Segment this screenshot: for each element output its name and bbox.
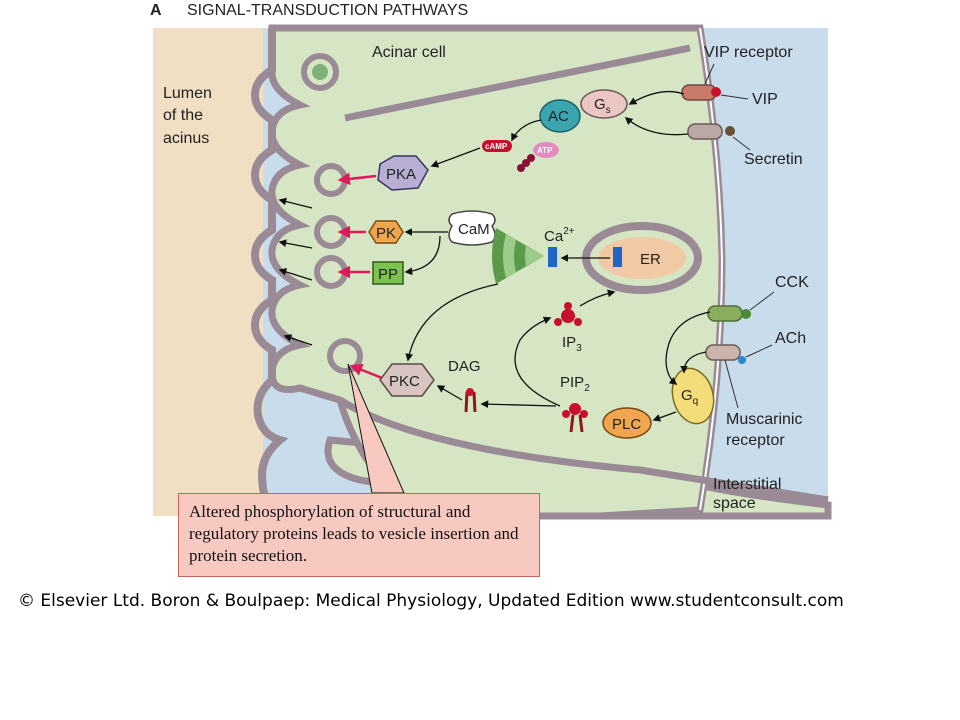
pk-kinase: PK bbox=[368, 220, 404, 244]
interstitial-label-2: space bbox=[713, 495, 756, 512]
panel-letter: A bbox=[150, 2, 162, 19]
vip-receptor-label: VIP receptor bbox=[704, 44, 793, 61]
dag-molecule bbox=[464, 388, 477, 413]
cam-to-pp-arrow bbox=[404, 235, 441, 276]
calcium-wave bbox=[492, 228, 544, 284]
pkc-to-vesicle-arrow bbox=[349, 363, 383, 380]
exocytosis-arrow-3 bbox=[278, 268, 313, 281]
interstitial-label-1: Interstitial bbox=[713, 476, 781, 493]
secretin-label: Secretin bbox=[744, 151, 803, 168]
dag-label: DAG bbox=[448, 358, 481, 375]
vip-receptor-leader bbox=[704, 63, 715, 85]
svg-text:cAMP: cAMP bbox=[485, 142, 508, 151]
ip3-label: IP3 bbox=[562, 334, 582, 354]
gs-protein: Gs bbox=[580, 89, 628, 119]
copyright-footer: © Elsevier Ltd. Boron & Boulpaep: Medica… bbox=[18, 591, 844, 611]
vip-leader bbox=[720, 94, 749, 100]
svg-text:PKC: PKC bbox=[389, 373, 420, 390]
ach-to-gq-arrow bbox=[680, 351, 707, 374]
secretin-leader bbox=[732, 136, 751, 151]
ach-label: ACh bbox=[775, 330, 806, 347]
vip-to-gs-arrow bbox=[628, 90, 685, 105]
vesicle-pkc bbox=[327, 338, 363, 374]
pkc-kinase: PKC bbox=[379, 363, 435, 397]
lumen-label-1: Lumen bbox=[163, 85, 212, 102]
ip3-molecule bbox=[554, 302, 582, 326]
apical-membrane-folds bbox=[250, 28, 289, 519]
svg-text:CaM: CaM bbox=[458, 221, 490, 238]
svg-text:PLC: PLC bbox=[612, 416, 641, 433]
svg-text:AC: AC bbox=[548, 108, 569, 125]
pka-kinase: PKA bbox=[377, 155, 429, 191]
muscarinic-receptor bbox=[705, 344, 746, 364]
vip-receptor bbox=[681, 84, 721, 101]
calcium-channel-outer bbox=[548, 247, 557, 267]
upper-junction bbox=[344, 44, 691, 122]
svg-text:PK: PK bbox=[376, 225, 396, 242]
svg-text:PP: PP bbox=[378, 266, 398, 283]
muscarinic-label-1: Muscarinic bbox=[726, 411, 802, 428]
pka-to-vesicle-arrow bbox=[337, 172, 377, 186]
adenylyl-cyclase: AC bbox=[539, 99, 581, 133]
pip2-to-dag-arrow bbox=[480, 400, 557, 409]
calcium-to-pkc-arrow bbox=[405, 283, 499, 362]
pp-phosphatase: PP bbox=[372, 261, 404, 285]
ac-to-camp-arrow bbox=[511, 119, 542, 142]
svg-text:Gq: Gq bbox=[681, 387, 698, 407]
calcium-label: Ca2+ bbox=[544, 226, 575, 245]
svg-text:ER: ER bbox=[640, 251, 661, 268]
gq-to-plc-arrow bbox=[652, 411, 677, 422]
camp-molecule: cAMP bbox=[482, 140, 512, 152]
pip2-molecule bbox=[562, 403, 588, 433]
dag-to-pkc-arrow bbox=[436, 385, 463, 401]
vip-label: VIP bbox=[752, 91, 778, 108]
exocytosis-arrow-2 bbox=[278, 239, 313, 249]
pip2-label: PIP2 bbox=[560, 374, 590, 394]
gq-protein: Gq bbox=[671, 367, 715, 425]
muscarinic-label-2: receptor bbox=[726, 432, 785, 449]
panel-title: SIGNAL-TRANSDUCTION PATHWAYS bbox=[187, 2, 468, 19]
lumen-label-3: acinus bbox=[163, 130, 209, 147]
pip2-to-ip3-arrow bbox=[514, 316, 561, 407]
exocytosis-arrow-1 bbox=[278, 197, 313, 209]
ach-leader bbox=[745, 344, 773, 358]
muscarinic-leader bbox=[724, 359, 739, 409]
secretin-to-gs-arrow bbox=[624, 117, 689, 136]
lumen-label-2: of the bbox=[163, 107, 203, 124]
svg-text:PKA: PKA bbox=[386, 166, 416, 183]
calmodulin: CaM bbox=[448, 210, 496, 246]
cck-leader bbox=[749, 291, 775, 311]
lumen-background bbox=[153, 28, 263, 516]
vesicle-top-core bbox=[312, 64, 328, 80]
ip3-to-er-arrow bbox=[579, 289, 616, 307]
cck-receptor bbox=[707, 305, 751, 322]
svg-text:Gs: Gs bbox=[594, 96, 611, 116]
camp-to-pka-arrow bbox=[430, 147, 481, 168]
exocytosis-arrow-4 bbox=[283, 334, 313, 346]
cck-to-gq-arrow bbox=[665, 311, 711, 385]
cck-label: CCK bbox=[775, 274, 809, 291]
secretin-receptor bbox=[687, 123, 735, 140]
atp-molecule: ATP bbox=[517, 142, 559, 172]
basolateral-membrane bbox=[699, 27, 724, 511]
acinar-cell-label: Acinar cell bbox=[372, 44, 446, 61]
callout-box: Altered phosphorylation of structural an… bbox=[178, 493, 540, 577]
svg-text:ATP: ATP bbox=[537, 146, 553, 155]
phospholipase-c: PLC bbox=[602, 407, 652, 439]
